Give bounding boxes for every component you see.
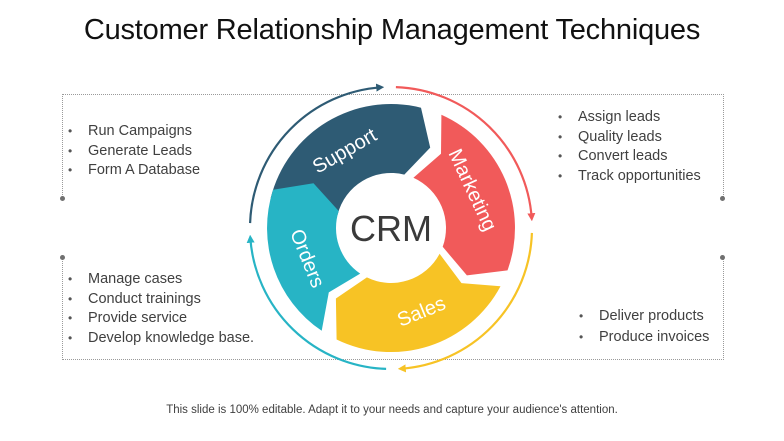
- cycle-arrow-orders: [246, 234, 387, 370]
- segment-orders: [267, 183, 361, 331]
- cycle-arrow-support: [249, 83, 385, 224]
- segment-marketing: [413, 114, 515, 276]
- list-item: Develop knowledge base.: [66, 329, 254, 349]
- list-bottom-right: Deliver products Produce invoices: [577, 306, 709, 347]
- list-item: Form A Database: [66, 161, 200, 181]
- list-bottom-left: Manage cases Conduct trainings Provide s…: [66, 270, 254, 348]
- slide-title: Customer Relationship Management Techniq…: [83, 14, 701, 46]
- list-item: Manage cases: [66, 270, 254, 290]
- list-top-right: Assign leads Quality leads Convert leads…: [556, 108, 701, 186]
- list-item: Assign leads: [556, 108, 701, 128]
- center-label: CRM: [350, 208, 432, 249]
- list-item: Provide service: [66, 309, 254, 329]
- list-item: Produce invoices: [577, 327, 709, 348]
- frame-dot: [60, 196, 65, 201]
- frame-dot: [720, 255, 725, 260]
- frame-dot: [720, 196, 725, 201]
- list-item: Deliver products: [577, 306, 709, 327]
- list-item: Conduct trainings: [66, 290, 254, 310]
- cycle-arrow-marketing: [395, 86, 536, 222]
- frame-top: [62, 94, 724, 199]
- cycle-arrow-sales: [397, 232, 533, 373]
- list-item: Convert leads: [556, 147, 701, 167]
- list-top-left: Run Campaigns Generate Leads Form A Data…: [66, 122, 200, 181]
- list-item: Run Campaigns: [66, 122, 200, 142]
- list-item: Track opportunities: [556, 167, 701, 187]
- frame-dot: [60, 255, 65, 260]
- footer-note: This slide is 100% editable. Adapt it to…: [166, 404, 618, 416]
- list-item: Quality leads: [556, 128, 701, 148]
- list-item: Generate Leads: [66, 142, 200, 162]
- frame-bottom: [62, 257, 724, 360]
- segment-sales: [335, 253, 501, 353]
